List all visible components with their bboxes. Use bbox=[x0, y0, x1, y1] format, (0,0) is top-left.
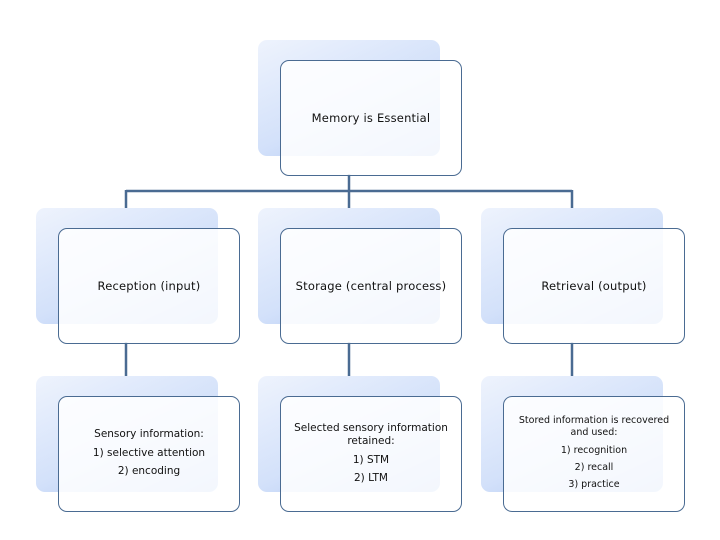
node-storage-detail: Selected sensory information retained: 1… bbox=[258, 376, 462, 512]
node-reception: Reception (input) bbox=[36, 208, 240, 344]
node-card: Selected sensory information retained: 1… bbox=[280, 396, 462, 512]
node-retrieval-detail: Stored information is recovered and used… bbox=[481, 376, 685, 512]
storage-detail-item: 1) STM bbox=[352, 453, 390, 466]
storage-heading: Storage (central process) bbox=[295, 279, 447, 293]
node-storage: Storage (central process) bbox=[258, 208, 462, 344]
node-card: Retrieval (output) bbox=[503, 228, 685, 344]
retrieval-detail-item: 3) practice bbox=[568, 479, 620, 490]
retrieval-detail-intro: Stored information is recovered and used… bbox=[518, 415, 670, 438]
node-card: Reception (input) bbox=[58, 228, 240, 344]
storage-detail-item: 2) LTM bbox=[354, 471, 388, 484]
root-label: Memory is Essential bbox=[311, 111, 431, 125]
node-card: Memory is Essential bbox=[280, 60, 462, 176]
node-card: Stored information is recovered and used… bbox=[503, 396, 685, 512]
node-reception-detail: Sensory information: 1) selective attent… bbox=[36, 376, 240, 512]
node-retrieval: Retrieval (output) bbox=[481, 208, 685, 344]
reception-detail-intro: Sensory information: bbox=[94, 428, 204, 440]
node-root: Memory is Essential bbox=[258, 40, 462, 176]
reception-detail-item: 1) selective attention bbox=[92, 447, 206, 459]
reception-heading: Reception (input) bbox=[97, 279, 201, 293]
retrieval-heading: Retrieval (output) bbox=[541, 279, 647, 293]
retrieval-detail-item: 1) recognition bbox=[560, 445, 628, 456]
node-card: Storage (central process) bbox=[280, 228, 462, 344]
storage-detail-intro: Selected sensory information retained: bbox=[294, 421, 448, 447]
reception-detail-item: 2) encoding bbox=[117, 465, 181, 477]
node-card: Sensory information: 1) selective attent… bbox=[58, 396, 240, 512]
retrieval-detail-item: 2) recall bbox=[574, 462, 614, 473]
